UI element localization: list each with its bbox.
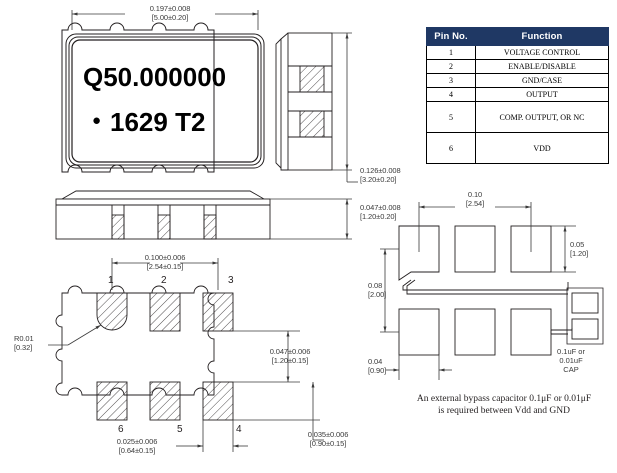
cell-function: VOLTAGE CONTROL [475,45,609,60]
land-pattern-pad-width-dim-mm: [0.90] [368,366,387,375]
bottom-view-pad-height-dim-inch: 0.047±0.006 [269,347,311,356]
land-pattern-cap-pads [566,287,604,345]
corner-radius-leader [48,324,102,346]
land-pattern-traces [402,279,573,335]
side-view [55,190,271,240]
bypass-capacitor-note-line2: is required between Vdd and GND [438,406,570,416]
land-pattern-pad-width-dim-inch: 0.04 [368,357,383,366]
cell-pin: 3 [426,73,476,88]
cell-pin: 6 [426,132,476,164]
cap-label-line1: 0.1uF or [557,347,585,356]
bypass-capacitor-note-line1: An external bypass capacitor 0.1μF or 0.… [416,394,592,404]
bottom-view-edge-dim-inch: 0.035±0.006 [307,430,349,439]
bottom-view-pad-width-dim-mm: [0.64±0.15] [118,446,156,455]
bottom-view-pitch-dim-inch: 0.100±0.006 [144,253,186,262]
cell-function: OUTPUT [475,87,609,102]
bottom-view-pad-width-dim-inch: 0.025±0.006 [116,437,158,446]
bottom-view-edge-dim-mm: [0.90±0.15] [309,439,347,448]
cap-label-line3: CAP [563,365,579,374]
end-view-height-dim-inch: 0.126±0.008 [360,166,401,175]
side-view-thickness-dim-mm: [1.20±0.20] [360,212,397,221]
cell-function: VDD [475,132,609,164]
corner-radius-dim-inch: R0.01 [14,334,34,343]
top-view-outline [61,22,265,173]
land-pattern-row-spacing-dim-inch: 0.08 [368,281,383,290]
bottom-view-pitch-dim-mm: [2.54±0.15] [146,262,184,271]
table-header-row: Pin No. Function [426,27,609,46]
pin1-dot-marker: ● [92,112,102,129]
cell-pin: 1 [426,45,476,60]
bottom-view-pin-1: 1 [108,275,114,286]
pin-function-table: Pin No. Function 1 VOLTAGE CONTROL 2 ENA… [426,27,609,164]
top-view-width-dim-inch: 0.197±0.008 [149,4,191,13]
cell-function: GND/CASE [475,73,609,88]
bottom-view-pitch-dimension [111,258,219,290]
end-view [275,32,333,171]
top-view-width-dimension [71,10,259,30]
land-pattern-pitch-dim-mm: [2.54] [465,199,485,208]
bottom-view-pad-height-dim-mm: [1.20±0.15] [271,356,309,365]
table-row: 1 VOLTAGE CONTROL [426,45,609,60]
top-view-marking-line1: Q50.000000 [83,62,227,92]
bottom-view-pin-3: 3 [228,275,234,286]
header-pin-no: Pin No. [426,27,476,46]
table-row: 4 OUTPUT [426,87,609,102]
corner-radius-dim-mm: [0.32] [14,343,33,352]
bottom-view-pin-6: 6 [118,424,124,435]
bottom-view-pad-width-dimension [176,420,248,452]
cell-function: COMP. OUTPUT, OR NC [475,101,609,133]
bottom-view-pin-5: 5 [177,424,183,435]
cell-pin: 2 [426,59,476,74]
land-pattern-dimensions [380,202,576,380]
cell-pin: 4 [426,87,476,102]
top-view-marking-line2: 1629 T2 [110,107,206,137]
cap-label-line2: 0.01uF [559,356,583,365]
bottom-view-vertical-dimensions [233,330,324,441]
top-view-width-dim-mm: [5.00±0.20] [151,13,189,22]
table-row: 2 ENABLE/DISABLE [426,59,609,74]
cell-function: ENABLE/DISABLE [475,59,609,74]
header-function: Function [475,27,609,46]
end-view-height-dimension [332,32,358,183]
table-row: 3 GND/CASE [426,73,609,88]
cell-pin: 5 [426,101,476,133]
end-view-height-dim-mm: [3.20±0.20] [360,175,397,184]
bottom-view-outline [55,285,215,396]
side-view-thickness-dimension [270,198,352,240]
land-pattern-pitch-dim-inch: 0.10 [467,190,483,199]
table-row: 5 COMP. OUTPUT, OR NC [426,101,609,133]
land-pattern-pad-height-dim-inch: 0.05 [570,240,585,249]
table-row: 6 VDD [426,132,609,164]
land-pattern-pads [398,225,552,356]
land-pattern-row-spacing-dim-mm: [2.00] [368,290,387,299]
side-view-thickness-dim-inch: 0.047±0.008 [360,203,401,212]
bottom-view-pads [96,292,234,421]
bottom-view-pin-4: 4 [236,424,242,435]
land-pattern-pad-height-dim-mm: [1.20] [570,249,589,258]
bottom-view-pin-2: 2 [161,275,167,286]
